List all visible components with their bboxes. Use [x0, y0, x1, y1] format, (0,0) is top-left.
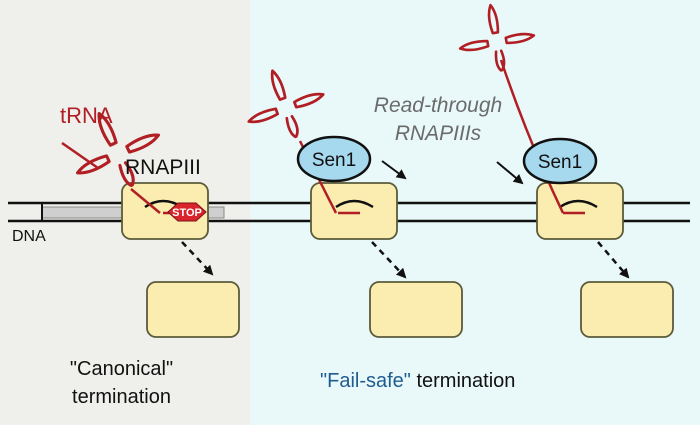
dashed-arrow-icon — [181, 241, 214, 276]
canonical-line2: termination — [72, 386, 171, 408]
trna-tail-failsafe-2 — [499, 59, 565, 214]
svg-text:STOP: STOP — [172, 207, 202, 219]
canonical-termination-label: "Canonical" termination — [34, 355, 209, 411]
svg-text:Sen1: Sen1 — [312, 150, 356, 171]
rnapiii-failsafe-2 — [536, 182, 624, 240]
arrow-icon — [496, 161, 524, 185]
trna-label: tRNA — [60, 103, 113, 128]
released-rnapiii-3 — [580, 281, 674, 338]
read-through-label: Read-through RNAPIIIs — [338, 92, 538, 148]
sen1-factor-2: Sen1 — [522, 137, 598, 185]
read-through-line2: RNAPIIIs — [394, 122, 482, 145]
arrow-icon — [381, 160, 407, 180]
released-rnapiii-2 — [369, 281, 463, 338]
rnapiii-failsafe-1 — [310, 182, 398, 240]
failsafe-termination-label: "Fail-safe" termination — [320, 370, 515, 393]
dna-label: DNA — [12, 228, 46, 245]
released-rnapiii-1 — [146, 281, 240, 338]
canonical-line1: "Canonical" — [69, 358, 174, 380]
stop-sign-icon: STOP — [167, 202, 207, 222]
sen1-factor-1: Sen1 — [296, 135, 372, 183]
svg-text:Sen1: Sen1 — [538, 152, 582, 173]
rnapiii-canonical — [121, 182, 209, 240]
dashed-arrow-icon — [371, 241, 407, 279]
read-through-line1: Read-through — [373, 94, 503, 117]
rnapiii-label: RNAPIII — [125, 156, 201, 179]
dashed-arrow-icon — [597, 241, 630, 279]
trna-leader-line — [61, 141, 99, 170]
failsafe-quoted: "Fail-safe" — [320, 370, 411, 392]
failsafe-rest: termination — [410, 370, 516, 392]
trna-tail-canonical — [130, 188, 161, 214]
